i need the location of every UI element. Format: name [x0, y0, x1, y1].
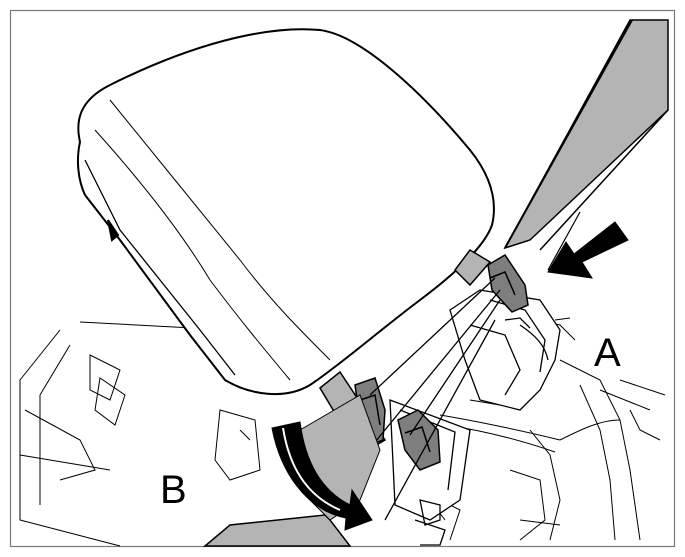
curved-arrow-icon	[271, 421, 373, 531]
guide-sleeves	[354, 253, 529, 471]
door-edge-line-2	[539, 109, 669, 251]
headrest	[76, 28, 495, 396]
callout-a: A	[594, 331, 621, 375]
door-edge-line	[504, 19, 633, 249]
callout-b: B	[160, 468, 187, 512]
arrow-icon	[547, 211, 629, 279]
